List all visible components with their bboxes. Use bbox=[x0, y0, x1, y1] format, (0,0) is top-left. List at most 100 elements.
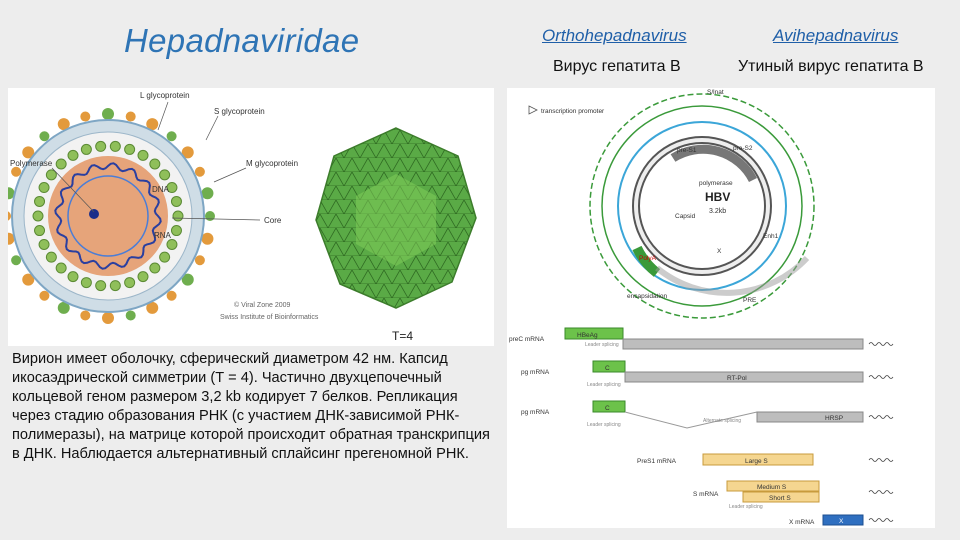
encapsidation-label: encapsidation bbox=[627, 293, 667, 300]
capsid-subunit bbox=[110, 281, 120, 291]
rna-row-1-note: Leader splicing bbox=[585, 342, 619, 348]
glycoprotein-spike bbox=[126, 310, 136, 320]
capsid-subunit bbox=[81, 144, 91, 154]
capsid-subunit bbox=[81, 278, 91, 288]
genome-figure: HBV 3.2kb polymerase Capsid pre-S1 pre-S… bbox=[507, 88, 935, 528]
capsid-subunit bbox=[125, 144, 135, 154]
glycoprotein-spike bbox=[39, 291, 49, 301]
glycoprotein-spike bbox=[201, 187, 213, 199]
capsid-subunit bbox=[150, 263, 160, 273]
glycoprotein-spike bbox=[11, 255, 21, 265]
m-glycoprotein-label: M glycoprotein bbox=[246, 159, 298, 168]
rna-row-2-box: C bbox=[605, 365, 610, 372]
rna-row-5-mrna: S mRNA bbox=[693, 491, 719, 498]
glycoprotein-spike bbox=[102, 108, 114, 120]
capsid-subunit bbox=[160, 252, 170, 262]
genus-avihepadnavirus: Avihepadnavirus bbox=[773, 26, 898, 46]
rna-row-2-bar: RT-Pol bbox=[727, 375, 747, 382]
virion-cross-section: DNA RNA bbox=[8, 108, 215, 324]
capsid-gene-label: Capsid bbox=[675, 213, 696, 220]
rna-row-5-box: Medium S bbox=[757, 484, 787, 491]
polymerase-icon bbox=[89, 209, 99, 219]
glycoprotein-spike bbox=[80, 310, 90, 320]
pre-label: PRE bbox=[743, 297, 757, 304]
dna-label: DNA bbox=[152, 185, 170, 194]
virus-duck-hepatitis-b: Утиный вирус гепатита В bbox=[738, 58, 924, 76]
glycoprotein-spike bbox=[8, 211, 11, 221]
capsid-subunit bbox=[167, 239, 177, 249]
rna-row-3: pg mRNA C HRSP Leader splicing Alternate… bbox=[521, 401, 863, 428]
rna-row-5: S mRNA Medium S Short S Leader splicing bbox=[693, 481, 819, 510]
glycoprotein-spike bbox=[102, 312, 114, 324]
capsid-subunit bbox=[46, 252, 56, 262]
l-glycoprotein-label: L glycoprotein bbox=[140, 91, 190, 100]
glycoprotein-spike bbox=[39, 131, 49, 141]
rna-row-1-mrna: preC mRNA bbox=[509, 336, 545, 343]
capsid-subunit bbox=[33, 211, 43, 221]
capsid-subunit bbox=[138, 150, 148, 160]
capsid-subunit bbox=[110, 141, 120, 151]
x-gene-label: X bbox=[717, 248, 722, 255]
capsid-subunit bbox=[39, 239, 49, 249]
genome-diagram: HBV 3.2kb polymerase Capsid pre-S1 pre-S… bbox=[507, 88, 935, 528]
core-interior bbox=[48, 156, 168, 276]
capsid-subunit bbox=[150, 159, 160, 169]
virion-diagram: DNA RNA L glycoprotein S glycoprotein Po… bbox=[8, 88, 494, 346]
pre-s1-label: pre-S1 bbox=[677, 147, 697, 154]
capsid-subunit bbox=[171, 226, 181, 236]
capsid-subunit bbox=[35, 226, 45, 236]
virion-figure: DNA RNA L glycoprotein S glycoprotein Po… bbox=[8, 88, 494, 346]
capsid-subunit bbox=[56, 263, 66, 273]
hbv-label: HBV bbox=[705, 190, 730, 204]
glycoprotein-spike bbox=[167, 291, 177, 301]
glycoprotein-spike bbox=[126, 112, 136, 122]
capsid-subunit bbox=[96, 281, 106, 291]
glycoprotein-spike bbox=[167, 131, 177, 141]
capsid-subunit bbox=[35, 196, 45, 206]
capsid-subunit bbox=[173, 211, 183, 221]
genome-size-label: 3.2kb bbox=[709, 208, 726, 215]
rna-row-4-box: Large S bbox=[745, 458, 768, 465]
virus-hepatitis-b: Вирус гепатита В bbox=[553, 58, 681, 76]
rna-row-3-note2: Alternate splicing bbox=[703, 418, 741, 424]
polymerase-label: Polymerase bbox=[10, 159, 53, 168]
rna-row-6-mrna: X mRNA bbox=[789, 519, 815, 526]
glycoprotein-spike bbox=[201, 233, 213, 245]
rna-row-3-note: Leader splicing bbox=[587, 422, 621, 428]
capsid-subunit bbox=[160, 170, 170, 180]
polymerase-gene-label: polymerase bbox=[699, 180, 733, 187]
rna-row-3-mrna: pg mRNA bbox=[521, 409, 550, 416]
description-text: Вирион имеет оболочку, сферический диаме… bbox=[12, 350, 494, 464]
promoter-label: transcription promoter bbox=[541, 108, 605, 115]
rna-row-3-bar: HRSP bbox=[825, 415, 843, 422]
rna-label: RNA bbox=[154, 231, 172, 240]
glycoprotein-spike bbox=[11, 167, 21, 177]
rna-row-1-box: HBeAg bbox=[577, 332, 598, 339]
rna-row-3-box: C bbox=[605, 405, 610, 412]
capsid-subunit bbox=[39, 183, 49, 193]
enhancer-label: Enh1 bbox=[763, 233, 779, 240]
genome-circle: HBV 3.2kb polymerase Capsid pre-S1 pre-S… bbox=[590, 89, 814, 318]
glycoprotein-spike bbox=[195, 255, 205, 265]
capsid-subunit bbox=[138, 272, 148, 282]
polya-tails bbox=[869, 343, 893, 522]
glycoprotein-spike bbox=[80, 112, 90, 122]
glycoprotein-spike bbox=[195, 167, 205, 177]
core-label: Core bbox=[264, 216, 282, 225]
rna-row-4-mrna: PreS1 mRNA bbox=[637, 458, 677, 465]
capsid-subunit bbox=[68, 150, 78, 160]
slide-title: Hepadnaviridae bbox=[124, 22, 359, 60]
rna-row-1: preC mRNA HBeAg Leader splicing bbox=[509, 328, 863, 349]
polya-label: PolyA bbox=[639, 255, 657, 262]
triangulation-label: T=4 bbox=[392, 329, 413, 343]
rna-row-6: X mRNA X bbox=[789, 515, 863, 526]
capsid-subunit bbox=[68, 272, 78, 282]
institute-label: Swiss Institute of Bioinformatics bbox=[220, 314, 319, 321]
rna-row-2-note: Leader splicing bbox=[587, 382, 621, 388]
rna-row-2: pg mRNA C RT-Pol Leader splicing bbox=[521, 361, 863, 388]
glycoprotein-spike bbox=[205, 211, 215, 221]
genus-orthohepadnavirus: Orthohepadnavirus bbox=[542, 26, 687, 46]
copyright-label: © Viral Zone 2009 bbox=[234, 301, 291, 309]
capsid-subunit bbox=[171, 196, 181, 206]
rna-row-5-note: Leader splicing bbox=[729, 504, 763, 510]
